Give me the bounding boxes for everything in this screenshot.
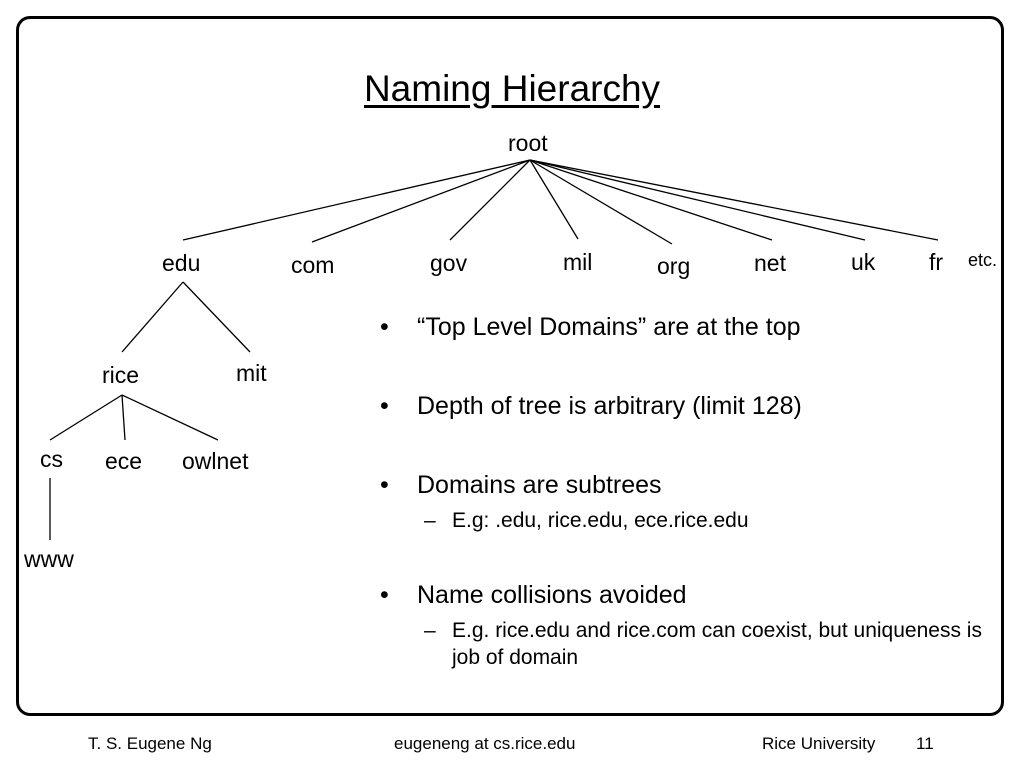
edge-root-net xyxy=(529,159,773,241)
node-org: org xyxy=(657,253,691,279)
sub-bullet-marker: – xyxy=(424,509,436,532)
node-fr: fr xyxy=(929,249,944,275)
bullet-marker: • xyxy=(380,581,389,609)
sub-bullet-marker: – xyxy=(424,619,436,642)
footer-institution: Rice University xyxy=(762,734,876,753)
edge-rice-owlnet xyxy=(121,394,219,441)
edge-rice-ece xyxy=(121,394,126,441)
sub-bullet-item: – E.g: .edu, rice.edu, ece.rice.edu xyxy=(380,507,1000,534)
node-mit: mit xyxy=(236,360,267,386)
footer-email: eugeneng at cs.rice.edu xyxy=(394,734,576,753)
footer-page-number: 11 xyxy=(916,734,934,753)
edge-root-gov xyxy=(449,159,531,241)
bullet-marker: • xyxy=(380,313,389,341)
edge-rice-cs xyxy=(49,394,123,441)
bullet-item: • Name collisions avoided xyxy=(380,580,1000,611)
node-edu: edu xyxy=(162,250,201,276)
node-owlnet: owlnet xyxy=(182,448,249,474)
node-rice: rice xyxy=(102,362,140,388)
bullet-marker: • xyxy=(380,392,389,420)
footer-author: T. S. Eugene Ng xyxy=(88,734,212,753)
sub-bullet-item: – E.g. rice.edu and rice.com can coexist… xyxy=(380,617,992,671)
node-net: net xyxy=(754,250,786,276)
slide-title: Naming Hierarchy xyxy=(363,68,661,109)
node-www: www xyxy=(24,546,74,572)
node-com: com xyxy=(291,252,335,278)
bullet-item: • “Top Level Domains” are at the top xyxy=(380,312,1000,343)
node-cs: cs xyxy=(40,446,63,472)
node-ece: ece xyxy=(105,448,143,474)
edge-edu-mit xyxy=(182,281,251,353)
edge-root-uk xyxy=(529,159,866,241)
node-gov: gov xyxy=(430,250,468,276)
edge-root-com xyxy=(311,159,531,243)
bullet-item: • Domains are subtrees xyxy=(380,470,1000,501)
sub-bullet-text: E.g: .edu, rice.edu, ece.rice.edu xyxy=(452,509,749,532)
node-root: root xyxy=(508,130,548,156)
edge-root-fr xyxy=(529,159,939,241)
sub-bullet-text: E.g. rice.edu and rice.com can coexist, … xyxy=(452,619,982,669)
edge-edu-rice xyxy=(121,281,184,353)
bullet-item: • Depth of tree is arbitrary (limit 128) xyxy=(380,391,1000,422)
edge-root-mil xyxy=(529,159,579,240)
slide-frame xyxy=(16,16,1004,716)
edge-root-edu xyxy=(182,159,531,241)
node-mil: mil xyxy=(563,249,593,275)
bullet-text: “Top Level Domains” are at the top xyxy=(417,313,801,341)
bullet-marker: • xyxy=(380,471,389,499)
node-uk: uk xyxy=(851,249,876,275)
bullet-list: • “Top Level Domains” are at the top • D… xyxy=(380,312,1000,671)
node-etc: etc. xyxy=(968,250,998,270)
bullet-text: Name collisions avoided xyxy=(417,581,687,609)
bullet-text: Depth of tree is arbitrary (limit 128) xyxy=(417,392,802,420)
edge-root-org xyxy=(529,159,673,245)
bullet-text: Domains are subtrees xyxy=(417,471,662,499)
